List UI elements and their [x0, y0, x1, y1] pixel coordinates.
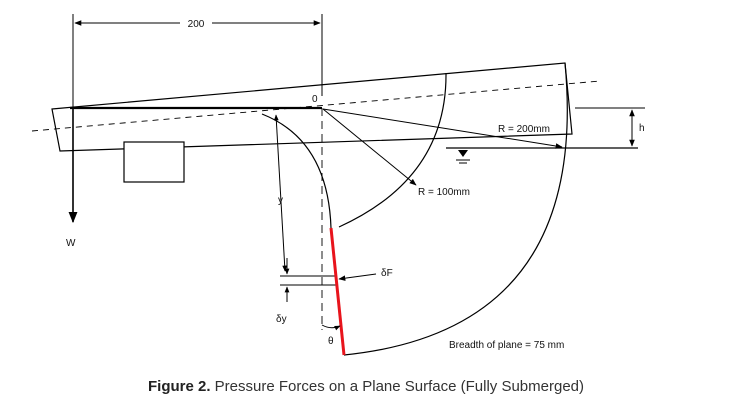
pivot-label: 0 [312, 94, 318, 105]
water-surface-icon [456, 150, 470, 164]
depth-dimension: h [575, 107, 645, 147]
figure-caption: Figure 2. Pressure Forces on a Plane Sur… [0, 378, 732, 395]
small-radius-arrow [322, 108, 417, 186]
depth-label: h [639, 123, 645, 134]
top-dimension-label: 200 [188, 19, 205, 30]
weight-label: W [66, 238, 76, 249]
plane-face [329, 227, 346, 356]
breadth-label: Breadth of plane = 75 mm [449, 340, 564, 351]
small-radius-label: R = 100mm [418, 187, 470, 198]
y-dimension: y [273, 114, 337, 286]
force-arrow [338, 273, 377, 281]
theta-label: θ [328, 336, 334, 347]
caption-text: Pressure Forces on a Plane Surface (Full… [210, 378, 584, 395]
large-radius-arrow [322, 108, 563, 149]
top-dimension: 200 [72, 14, 323, 108]
counterweight-box [123, 141, 185, 183]
large-radius-label: R = 200mm [498, 124, 550, 135]
dy-dimension: δy [276, 258, 290, 325]
dy-label: δy [276, 314, 287, 325]
caption-figure-number: Figure 2. [147, 378, 211, 395]
balance-arm [51, 62, 573, 183]
df-label: δF [381, 268, 393, 279]
tilted-centreline [31, 80, 601, 132]
theta-indicator: θ [321, 324, 341, 347]
y-label: y [278, 195, 283, 206]
